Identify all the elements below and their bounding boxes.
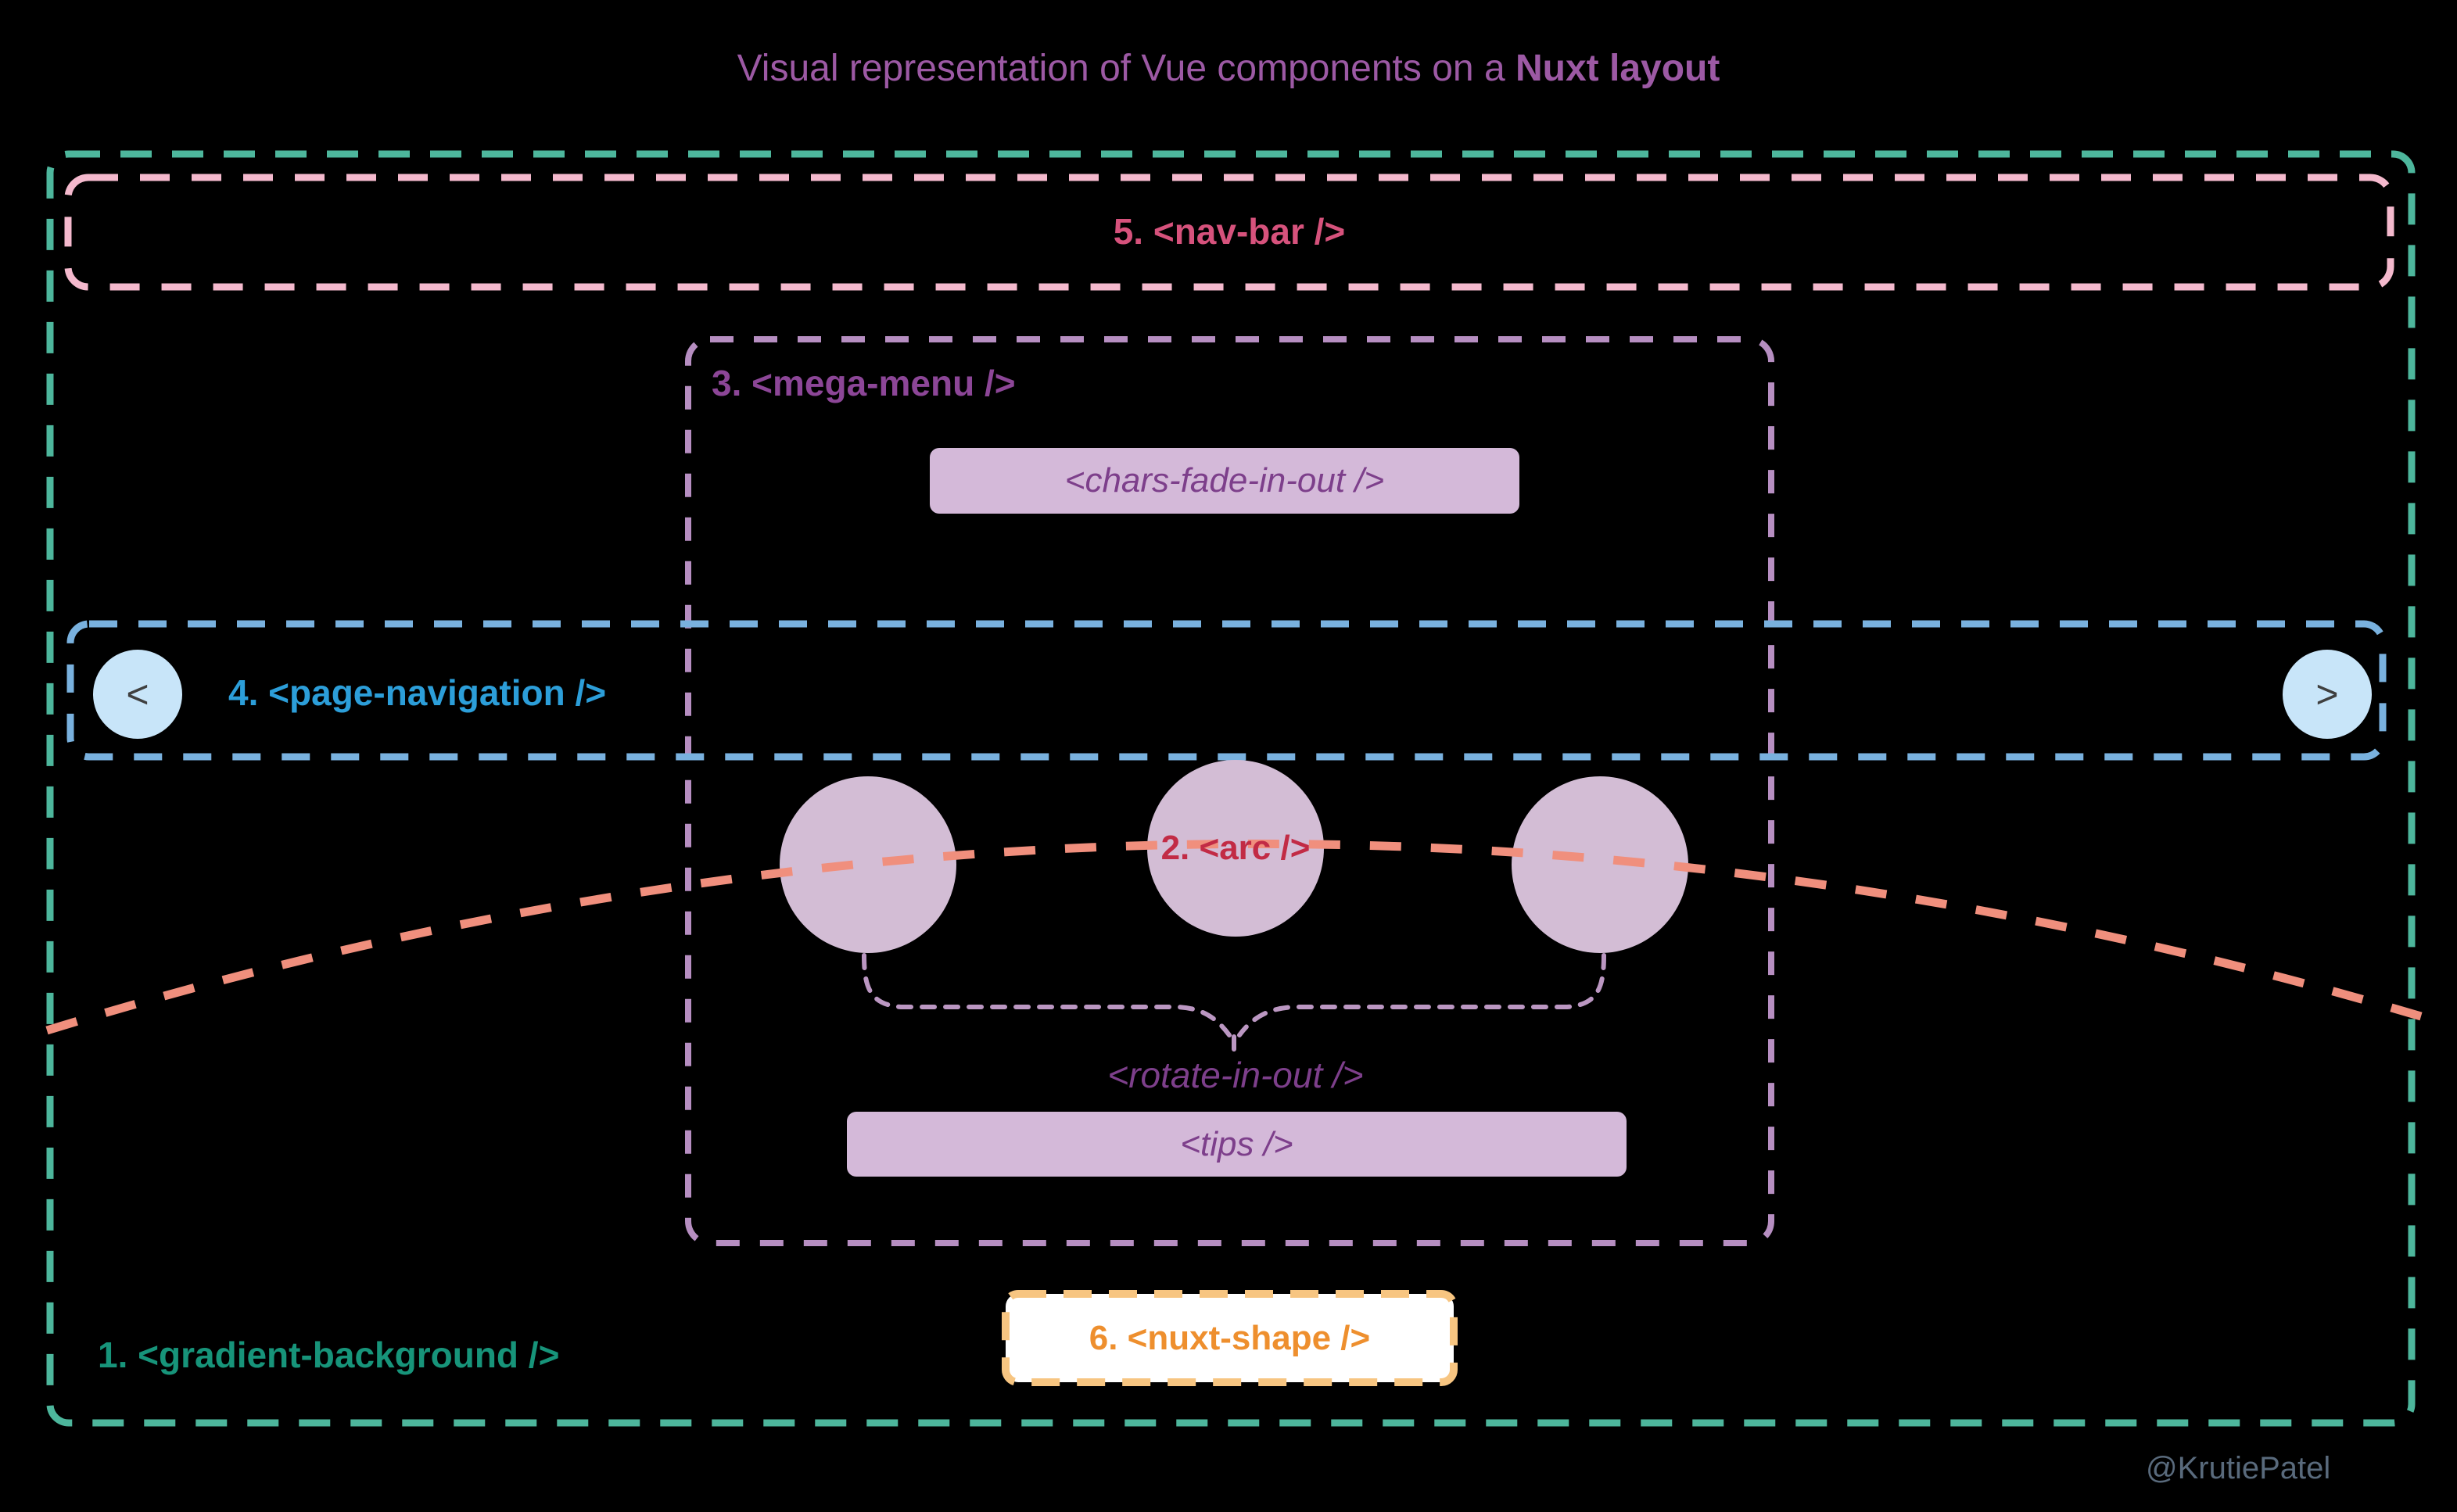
arc-circle-left [780, 776, 956, 953]
gradient-background-label: 1. <gradient-background /> [98, 1335, 560, 1375]
page-navigation-label: 4. <page-navigation /> [228, 672, 607, 713]
chevron-left-icon: < [126, 672, 149, 716]
mega-menu-box [685, 336, 1774, 1246]
prev-page-button[interactable]: < [93, 650, 182, 739]
underbrace-right [1237, 953, 1606, 1037]
arc-line [45, 839, 2423, 1035]
tips-label: <tips /> [1180, 1124, 1293, 1163]
arc-circle-middle [1147, 760, 1324, 937]
chars-fade-in-out-label: <chars-fade-in-out /> [1064, 461, 1385, 500]
chars-fade-in-out-pill: <chars-fade-in-out /> [930, 448, 1519, 514]
page-title-prefix: Visual representation of Vue components … [737, 48, 1515, 89]
nav-bar-label: 5. <nav-bar /> [1113, 211, 1346, 252]
tips-pill: <tips /> [847, 1112, 1627, 1177]
arc-circle-right [1512, 776, 1688, 953]
page-navigation-box [66, 620, 2387, 761]
page-title: Visual representation of Vue components … [0, 47, 2457, 90]
nuxt-shape-box [1002, 1290, 1458, 1386]
page-title-bold: Nuxt layout [1515, 48, 1720, 89]
arc-label: 2. <arc /> [1160, 829, 1311, 867]
footer-credit: @KrutiePatel [2146, 1451, 2331, 1485]
next-page-button[interactable]: > [2283, 650, 2372, 739]
underbrace-left [862, 953, 1232, 1037]
chevron-right-icon: > [2315, 672, 2339, 716]
nuxt-shape-label: 6. <nuxt-shape /> [1089, 1318, 1371, 1357]
rotate-in-out-label: <rotate-in-out /> [1107, 1055, 1364, 1095]
gradient-background-box [46, 150, 2416, 1427]
nav-bar-box [64, 174, 2394, 291]
mega-menu-label: 3. <mega-menu /> [712, 363, 1016, 403]
